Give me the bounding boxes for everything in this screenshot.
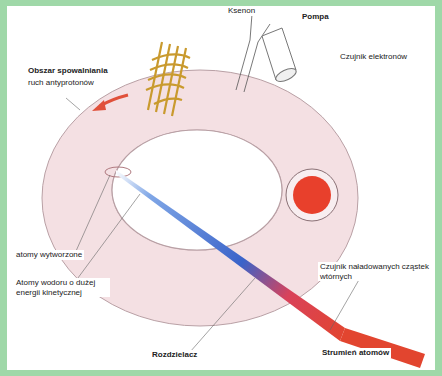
gas-line [236, 14, 270, 92]
part-label: Strumień atomów [320, 348, 391, 358]
part-label: atomy wytworzone [14, 250, 84, 260]
part-label: Obszar spowalniania [26, 66, 110, 76]
target-ring [286, 169, 338, 221]
part-label: Ksenon [226, 6, 257, 16]
atom-beam [116, 170, 345, 341]
part-label: Czujnik naładowanych cząstek wtórnych [318, 262, 434, 281]
target [293, 176, 331, 214]
part-label: Rozdzielacz [150, 350, 199, 360]
part-label: Czujnik elektronów [338, 52, 409, 62]
part-label: Pompa [300, 12, 331, 22]
part-label: Atomy wodoru o dużej energii kinetycznej [14, 278, 110, 297]
arrow-head [92, 100, 106, 111]
leader-lines [66, 98, 390, 356]
coil-magnet [146, 42, 190, 116]
part-label: ruch antyprotonów [26, 78, 96, 88]
pump-cylinder [262, 28, 298, 84]
